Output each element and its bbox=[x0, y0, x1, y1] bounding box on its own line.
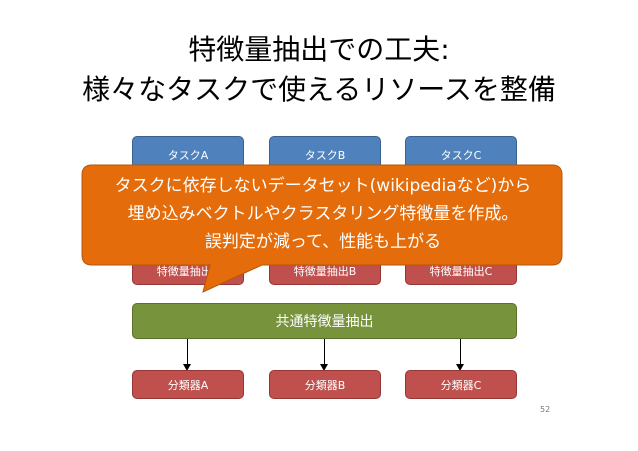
arrow-shaft-c bbox=[460, 339, 461, 365]
callout-line2: 埋め込みベクトルやクラスタリング特徴量を作成。 bbox=[127, 204, 519, 224]
callout-text: タスクに依存しないデータセット(wikipediaなど)から 埋め込みベクトルや… bbox=[82, 172, 564, 256]
page-number: 52 bbox=[540, 405, 551, 414]
callout-line3: 誤判定が減って、性能も上がる bbox=[204, 232, 442, 252]
arrow-down-icon bbox=[183, 364, 191, 371]
callout-line1: タスクに依存しないデータセット(wikipediaなど)から bbox=[114, 176, 532, 196]
slide-title-line1: 特徴量抽出での工夫: bbox=[188, 33, 450, 66]
arrow-down-icon bbox=[320, 364, 328, 371]
slide-title-line2: 様々なタスクで使えるリソースを整備 bbox=[82, 73, 556, 106]
classifier-box-a: 分類器A bbox=[132, 370, 244, 399]
arrow-shaft-a bbox=[187, 339, 188, 365]
classifier-box-c: 分類器C bbox=[405, 370, 517, 399]
arrow-shaft-b bbox=[324, 339, 325, 365]
common-extractor-box: 共通特徴量抽出 bbox=[132, 303, 517, 339]
arrow-down-icon bbox=[456, 364, 464, 371]
classifier-box-b: 分類器B bbox=[269, 370, 381, 399]
